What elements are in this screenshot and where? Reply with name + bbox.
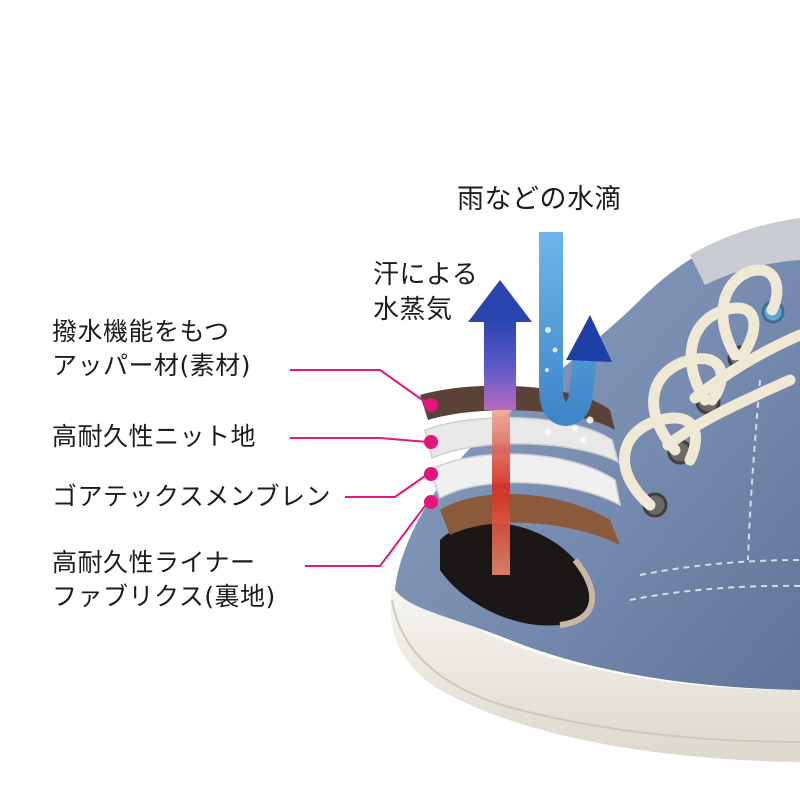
pointer-dot-upper [424, 398, 438, 412]
rain-arrow [539, 232, 612, 426]
pointer-dot-membrane [424, 467, 438, 481]
layer-label-upper-line-2: アッパー材(素材) [52, 351, 252, 380]
layer-label-membrane-line-1: ゴアテックスメンブレン [52, 482, 332, 511]
shoe-sole-edge [391, 599, 800, 743]
layer-label-membrane: ゴアテックスメンブレン [52, 480, 331, 514]
layer-label-knit-line-1: 高耐久性ニット地 [52, 422, 257, 451]
pointer-dot-liner [424, 495, 438, 509]
layer-label-liner-line-1: 高耐久性ライナー [52, 548, 256, 577]
cutaway-hole [440, 522, 593, 626]
cutaway-frame [559, 558, 596, 628]
pointer-dots [424, 398, 438, 509]
sweat-label: 汗による 水蒸気 [373, 258, 478, 328]
layer-upper-shape [420, 385, 615, 430]
layer-liner-shape [440, 493, 620, 545]
shoe-collar [690, 218, 800, 285]
shoe-stitch-3 [747, 379, 761, 561]
pointer-dot-knit [424, 435, 438, 449]
layer-label-liner: 高耐久性ライナー ファブリクス(裏地) [52, 546, 276, 614]
sweat-label-line-2: 水蒸気 [373, 295, 453, 325]
layer-label-knit: 高耐久性ニット地 [52, 420, 256, 454]
shoe-sole [390, 560, 800, 762]
rain-label-text: 雨などの水滴 [457, 184, 622, 215]
shoe-stitch-2 [639, 559, 800, 576]
laces [619, 264, 800, 511]
sweat-label-line-1: 汗による [373, 260, 479, 290]
layer-label-liner-line-2: ファブリクス(裏地) [52, 582, 276, 611]
rain-label: 雨などの水滴 [457, 183, 622, 217]
heat-column [492, 395, 510, 575]
pointer-lines [290, 369, 429, 567]
layer-label-upper: 撥水機能をもつ アッパー材(素材) [52, 315, 251, 383]
layer-knit-shape [424, 416, 620, 464]
shoe-stitch-1 [629, 584, 800, 601]
sweat-arrow [468, 280, 532, 410]
layer-membrane-shape [429, 453, 622, 507]
layer-label-upper-line-1: 撥水機能をもつ [52, 317, 230, 346]
